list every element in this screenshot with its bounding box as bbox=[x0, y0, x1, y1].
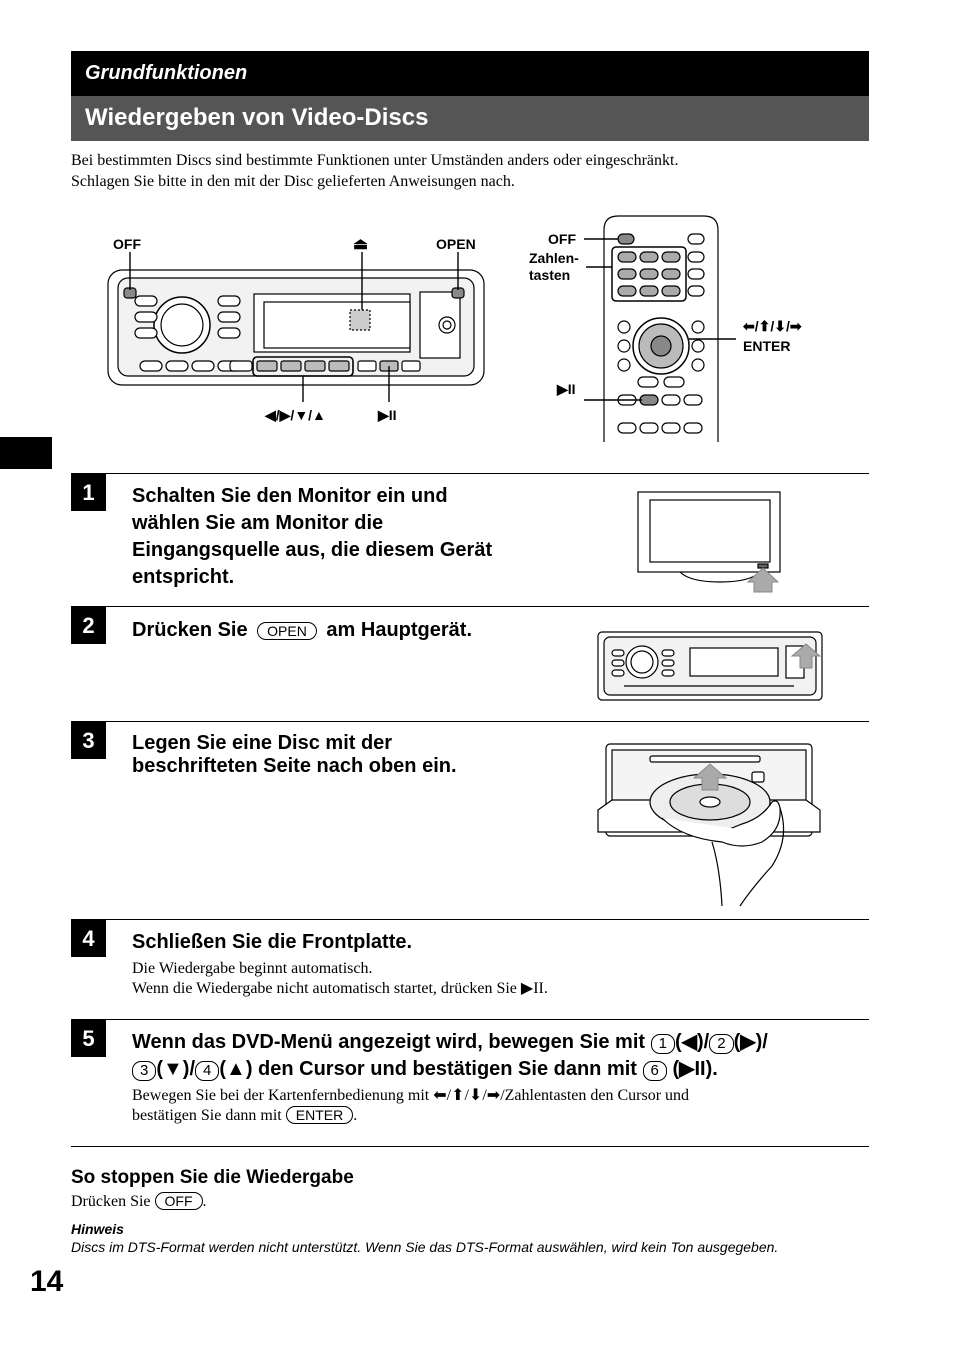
step-2-text: Drücken Sie bbox=[132, 619, 248, 641]
remote-illustration bbox=[584, 215, 736, 442]
disc-insert-illustration bbox=[597, 743, 821, 907]
step-4-number: 4 bbox=[71, 920, 106, 957]
open-key: OPEN bbox=[257, 622, 317, 640]
step-5-text: (▶II). bbox=[672, 1058, 718, 1080]
step-5-text: (▲) den Cursor und bestätigen Sie dann m… bbox=[219, 1058, 637, 1080]
step-4-title: Schließen Sie die Frontplatte. bbox=[132, 931, 413, 953]
open-label: OPEN bbox=[436, 236, 476, 252]
off-key: OFF bbox=[154, 1192, 203, 1210]
step-1-title: Schalten Sie den Monitor ein und wählen … bbox=[132, 483, 492, 591]
step-3-line: Legen Sie eine Disc mit der bbox=[132, 732, 393, 754]
key-6: 6 bbox=[642, 1061, 667, 1081]
number-keys-label-1: Zahlen- bbox=[529, 250, 579, 266]
play-pause-label: ▶II bbox=[378, 407, 397, 423]
step-5-text: (◀)/ bbox=[674, 1031, 710, 1053]
step-1-line: entspricht. bbox=[132, 566, 235, 588]
step-5-text: Wenn das DVD-Menü angezeigt wird, bewege… bbox=[132, 1031, 646, 1053]
remote-arrows-label: ⬅/⬆/⬇/➡ bbox=[743, 318, 802, 334]
divider bbox=[71, 606, 869, 607]
divider bbox=[71, 721, 869, 722]
note-heading: Hinweis bbox=[71, 1221, 124, 1237]
note-text: Discs im DTS-Format werden nicht unterst… bbox=[71, 1239, 779, 1255]
step-5-number: 5 bbox=[71, 1020, 106, 1057]
section-header: Grundfunktionen bbox=[71, 51, 869, 96]
monitor-illustration bbox=[637, 491, 781, 593]
step-4-body-line: Wenn die Wiedergabe nicht automatisch st… bbox=[132, 980, 548, 997]
divider bbox=[71, 473, 869, 474]
step-5-text: (▼)/ bbox=[156, 1058, 196, 1080]
page-title: Wiedergeben von Video-Discs bbox=[85, 104, 429, 131]
step-5-line-1: Wenn das DVD-Menü angezeigt wird, bewege… bbox=[132, 1029, 872, 1056]
divider bbox=[71, 919, 869, 920]
key-1: 1 bbox=[650, 1034, 675, 1054]
key-3: 3 bbox=[132, 1061, 157, 1081]
key-4: 4 bbox=[195, 1061, 220, 1081]
divider bbox=[71, 1019, 869, 1020]
step-4-body: Die Wiedergabe beginnt automatisch. Wenn… bbox=[132, 959, 548, 999]
stop-text: Drücken Sie OFF. bbox=[71, 1192, 207, 1211]
page-number: 14 bbox=[30, 1265, 64, 1298]
enter-label: ENTER bbox=[743, 338, 791, 354]
step-5-title: Wenn das DVD-Menü angezeigt wird, bewege… bbox=[132, 1029, 872, 1083]
step-1-line: wählen Sie am Monitor die bbox=[132, 512, 384, 534]
arrow-keys-label: ◀/▶/▼/▲ bbox=[265, 407, 326, 423]
title-bar: Wiedergeben von Video-Discs bbox=[71, 96, 869, 141]
step-2-text: am Hauptgerät. bbox=[326, 619, 473, 641]
divider bbox=[71, 1146, 869, 1147]
step-5-body-line: bestätigen Sie dann mit ENTER. bbox=[132, 1106, 862, 1126]
section-label: Grundfunktionen bbox=[85, 62, 248, 84]
step-5-line-2: 3(▼)/4(▲) den Cursor und bestätigen Sie … bbox=[132, 1056, 872, 1083]
key-2: 2 bbox=[709, 1034, 734, 1054]
step-1-line: Eingangsquelle aus, die diesem Gerät bbox=[132, 539, 493, 561]
stop-text-end: . bbox=[202, 1193, 207, 1210]
enter-key: ENTER bbox=[285, 1106, 354, 1124]
intro-line-2: Schlagen Sie bitte in den mit der Disc g… bbox=[71, 173, 515, 190]
step-3-number: 3 bbox=[71, 722, 106, 759]
eject-icon: ⏏ bbox=[353, 236, 369, 253]
step-3-line: beschrifteten Seite nach oben ein. bbox=[132, 755, 457, 777]
step-5-body-text: bestätigen Sie dann mit bbox=[132, 1107, 282, 1124]
remote-off-label: OFF bbox=[548, 231, 576, 247]
number-keys-label-2: tasten bbox=[529, 267, 571, 283]
intro-text: Bei bestimmten Discs sind bestimmte Funk… bbox=[71, 150, 861, 192]
stop-heading: So stoppen Sie die Wiedergabe bbox=[71, 1167, 354, 1188]
step-3-title: Legen Sie eine Disc mit der beschriftete… bbox=[132, 732, 457, 778]
remote-play-pause-label: ▶II bbox=[557, 381, 576, 397]
step-5-body-line: Bewegen Sie bei der Kartenfernbedienung … bbox=[132, 1087, 690, 1104]
off-label: OFF bbox=[113, 236, 141, 252]
head-unit-illustration bbox=[107, 252, 485, 402]
step-5-text: (▶)/ bbox=[733, 1031, 768, 1053]
chapter-tab bbox=[0, 437, 52, 469]
step-5-body: Bewegen Sie bei der Kartenfernbedienung … bbox=[132, 1086, 862, 1126]
unit-open-illustration bbox=[597, 631, 823, 701]
stop-text-label: Drücken Sie bbox=[71, 1193, 151, 1210]
step-2-title: Drücken Sie OPEN am Hauptgerät. bbox=[132, 617, 472, 644]
step-4-body-line: Die Wiedergabe beginnt automatisch. bbox=[132, 960, 373, 977]
step-1-line: Schalten Sie den Monitor ein und bbox=[132, 485, 448, 507]
step-5-body-text: . bbox=[353, 1107, 358, 1124]
step-1-number: 1 bbox=[71, 474, 106, 511]
step-2-number: 2 bbox=[71, 607, 106, 644]
intro-line-1: Bei bestimmten Discs sind bestimmte Funk… bbox=[71, 152, 679, 169]
